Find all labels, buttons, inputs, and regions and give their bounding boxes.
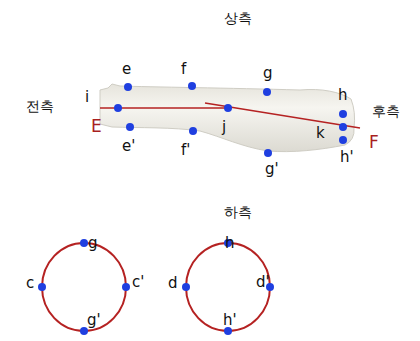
axis-end-label: E xyxy=(91,118,102,135)
point-label: e xyxy=(122,62,131,77)
point-label: e' xyxy=(122,139,135,154)
direction-label: 후측 xyxy=(372,104,400,118)
axis-end-label: F xyxy=(369,134,379,151)
section-point-label: h xyxy=(225,236,235,251)
direction-label: 하측 xyxy=(224,205,252,219)
point-label: g' xyxy=(265,162,279,177)
point-label: h xyxy=(338,88,348,103)
section-ellipse xyxy=(42,243,126,331)
section-ellipse xyxy=(186,243,270,331)
section-point-label: g xyxy=(88,236,98,251)
section-point-label: c' xyxy=(132,275,144,290)
point-label: g xyxy=(263,66,273,81)
point-label: f' xyxy=(181,143,190,158)
point-dots xyxy=(114,82,347,157)
section-point-label: d xyxy=(168,276,178,291)
section-dots xyxy=(38,239,274,335)
section-point-label: h' xyxy=(223,313,237,328)
bone-shape xyxy=(100,84,355,152)
section-point-label: c xyxy=(26,276,34,291)
section-point-label: g' xyxy=(87,313,101,328)
point-label: h' xyxy=(340,150,354,165)
axis-line xyxy=(205,103,360,128)
direction-label: 상측 xyxy=(224,11,252,25)
point-label: k xyxy=(316,126,325,141)
section-point-label: d' xyxy=(256,275,270,290)
point-label: i xyxy=(85,90,89,105)
direction-label: 전측 xyxy=(26,99,54,113)
point-label: f xyxy=(181,62,186,77)
point-label: j xyxy=(222,120,226,135)
